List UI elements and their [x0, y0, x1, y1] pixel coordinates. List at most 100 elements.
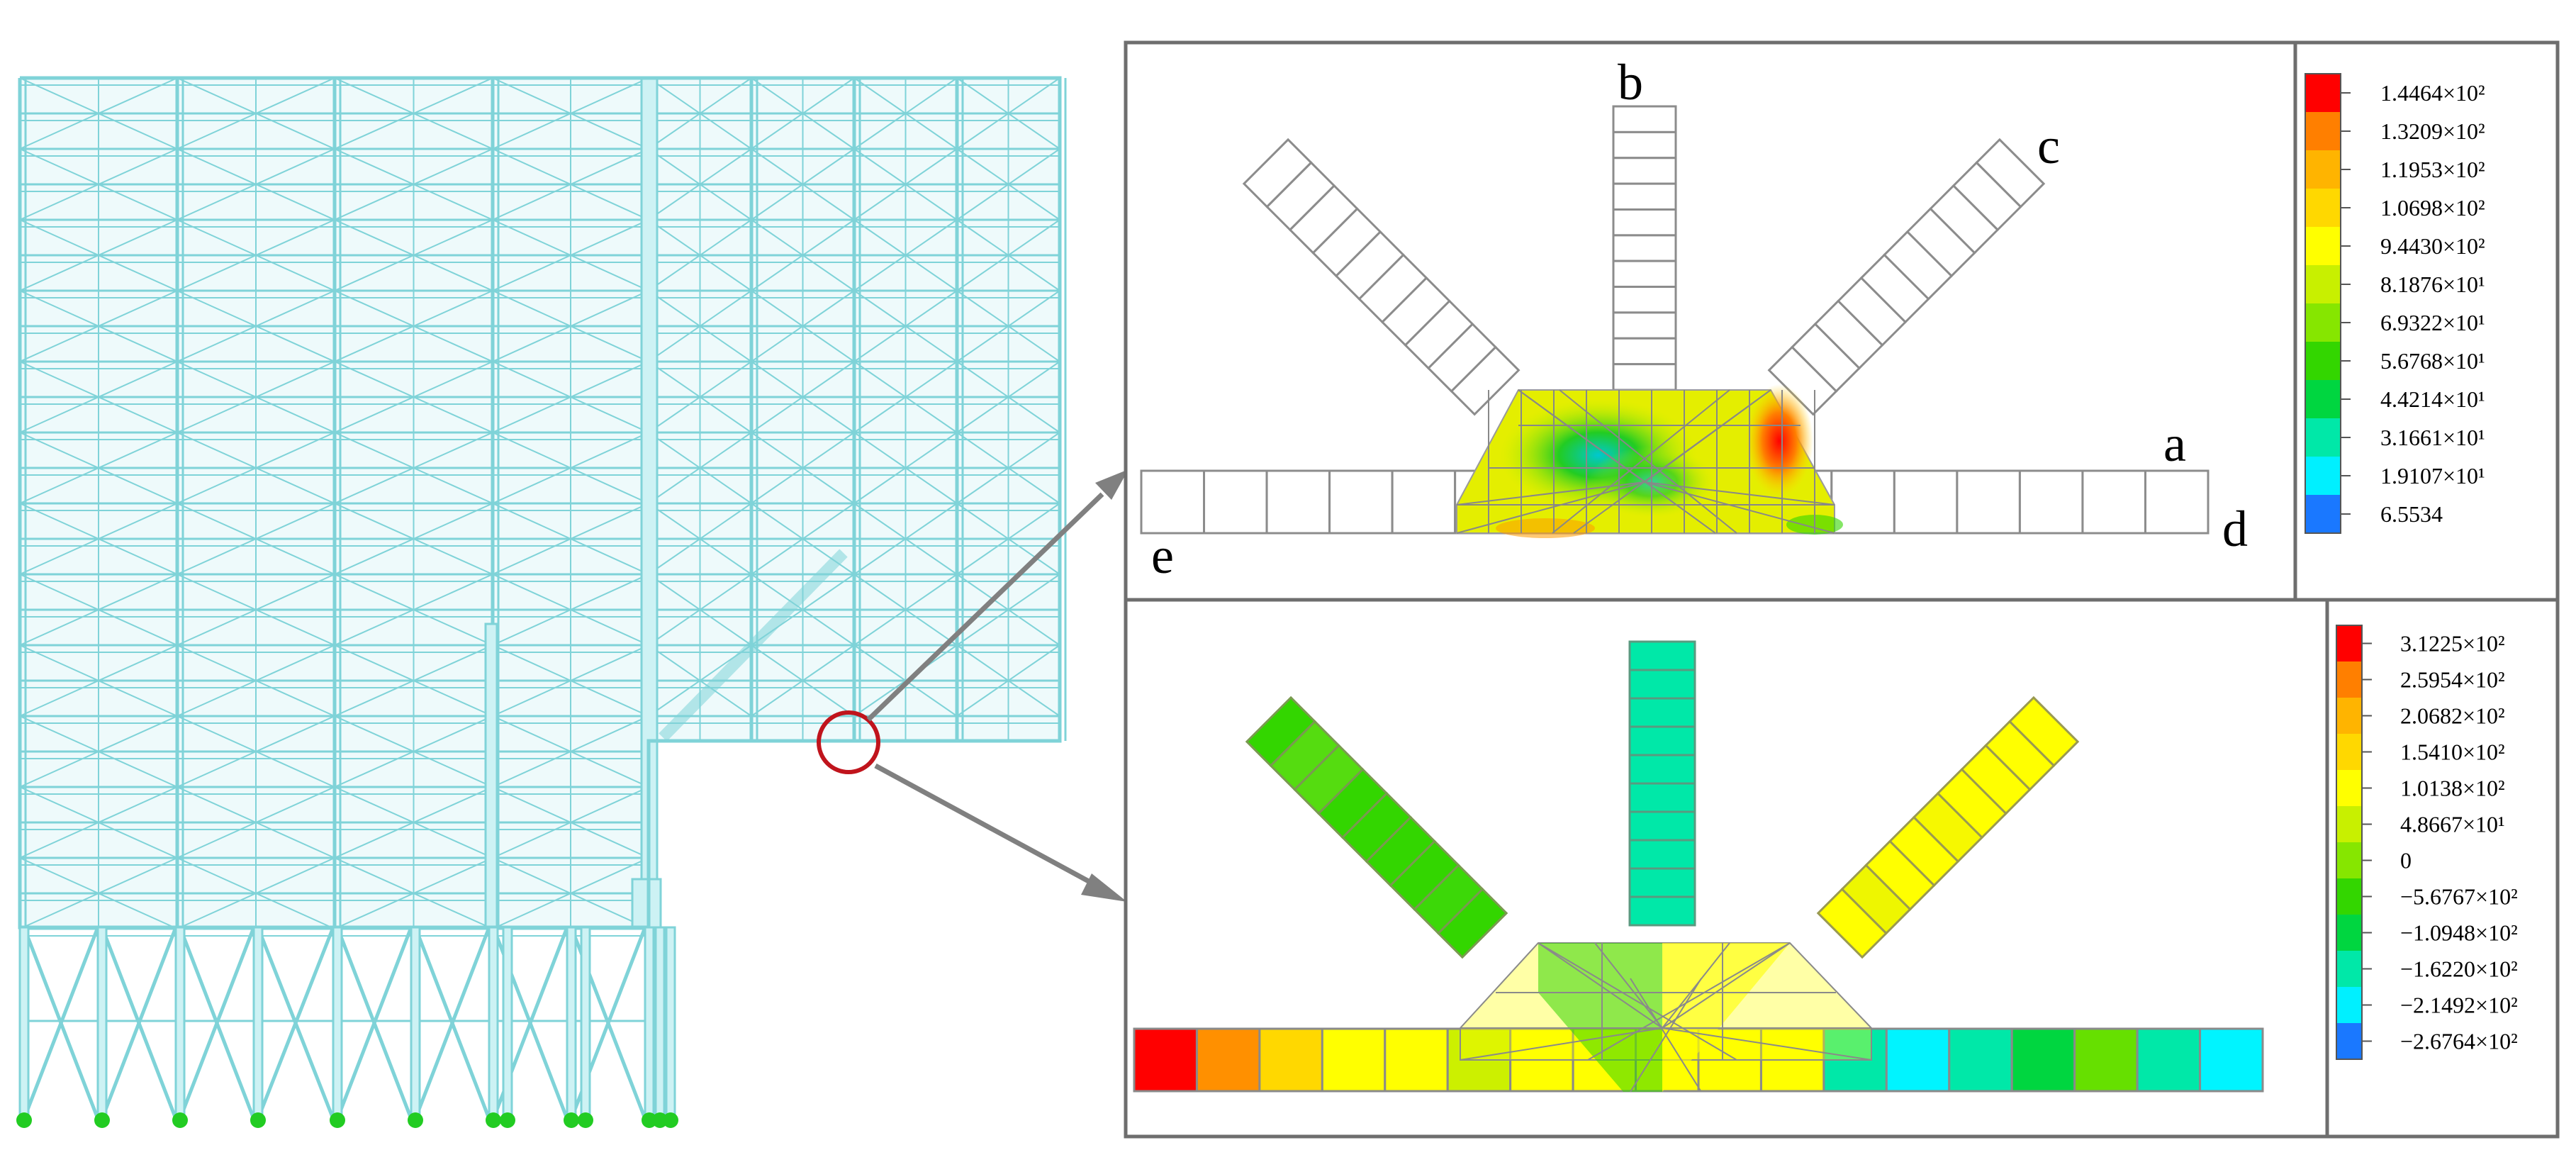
- pile-brace: [335, 927, 413, 1119]
- legend-swatch: [2336, 806, 2362, 842]
- callout-arrow-bottom: [874, 763, 1127, 902]
- legend-label: −1.6220×10²: [2400, 956, 2518, 982]
- frame-brace: [492, 503, 649, 575]
- mesh-line: [1644, 481, 1835, 506]
- frame-brace: [177, 574, 335, 646]
- frame-brace: [492, 857, 649, 929]
- legend-label: 1.5410×10²: [2400, 739, 2505, 765]
- legend-swatch: [2336, 842, 2362, 878]
- member-element: [1195, 1027, 1261, 1093]
- frame-brace: [492, 77, 649, 150]
- pile-column: [644, 926, 655, 1120]
- frame-brace: [334, 432, 493, 504]
- support-node: [500, 1112, 515, 1128]
- frame-brace: [19, 432, 178, 504]
- mesh-line: [1460, 1027, 1663, 1061]
- legend-label: 0: [2400, 848, 2412, 873]
- mesh-line: [1587, 942, 1791, 1061]
- frame-brace: [853, 432, 958, 504]
- legend-swatch: [2336, 878, 2362, 915]
- frame-brace: [751, 644, 855, 717]
- legend-swatch: [2305, 418, 2341, 457]
- support-node: [486, 1112, 501, 1128]
- frame-brace: [177, 715, 335, 788]
- member-element: [1612, 259, 1677, 289]
- member-element: [1612, 286, 1677, 314]
- member-element: [1203, 469, 1268, 535]
- member-label-a: a: [2163, 415, 2186, 472]
- member-element: [1628, 810, 1696, 842]
- pile-column: [410, 926, 421, 1120]
- member-label-c: c: [2037, 118, 2060, 174]
- member-element: [1612, 182, 1677, 211]
- legend-swatch: [2305, 495, 2341, 533]
- member-element: [1948, 1027, 2013, 1093]
- member-element: [1628, 697, 1696, 728]
- legend-label: 5.6768×10¹: [2380, 348, 2485, 374]
- legend-swatch: [2336, 1023, 2362, 1059]
- member-element: [1956, 469, 2021, 535]
- frame-brace: [177, 432, 335, 504]
- frame-brace: [751, 219, 855, 291]
- frame-brace: [648, 219, 752, 291]
- support-node: [330, 1112, 345, 1128]
- mesh-line: [1662, 942, 1791, 1029]
- legend-bar-outline: [2305, 73, 2341, 534]
- frame-brace: [334, 503, 493, 575]
- frame-brace: [19, 148, 178, 220]
- legend-swatch: [2305, 342, 2341, 380]
- frame-brace: [751, 503, 855, 575]
- top-gusset-plate-contour: [1456, 384, 1843, 538]
- member-element: [1628, 895, 1696, 927]
- legend-label: 1.3209×10²: [2380, 118, 2485, 144]
- legend-label: 8.1876×10¹: [2380, 272, 2485, 297]
- frame-brace: [177, 219, 335, 291]
- frame-brace: [492, 574, 649, 646]
- mesh-line: [1662, 942, 1730, 1029]
- frame-brace: [751, 77, 855, 150]
- frame-brace: [956, 219, 1060, 291]
- legend-swatch: [2336, 987, 2362, 1023]
- frame-brace: [853, 361, 958, 433]
- legend-swatch: [2305, 150, 2341, 189]
- frame-brace: [751, 148, 855, 220]
- legend-swatch: [2305, 227, 2341, 265]
- pile-brace: [413, 927, 491, 1119]
- pile-column: [580, 926, 591, 1120]
- frame-brace: [853, 219, 958, 291]
- member-element: [1628, 725, 1696, 756]
- pile-brace: [100, 927, 178, 1119]
- support-node: [172, 1112, 188, 1128]
- member-element: [2010, 1027, 2076, 1093]
- frame-brace: [334, 644, 493, 717]
- frame-brace: [19, 290, 178, 362]
- legend-label: −2.6764×10²: [2400, 1029, 2518, 1054]
- legend-swatch: [2336, 915, 2362, 951]
- legend-bar-outline: [2336, 625, 2363, 1060]
- frame-brace: [956, 574, 1060, 646]
- legend-label: 6.5534: [2380, 501, 2443, 527]
- member-element: [1612, 363, 1677, 391]
- legend-label: −2.1492×10²: [2400, 993, 2518, 1018]
- frame-brace: [492, 786, 649, 859]
- frame-brace: [956, 432, 1060, 504]
- member-element: [1612, 208, 1677, 237]
- frame-brace: [751, 290, 855, 362]
- pile-column: [332, 926, 343, 1120]
- member-element: [1133, 1027, 1198, 1093]
- pile-column: [18, 926, 30, 1120]
- frame-brace: [334, 786, 493, 859]
- frame-brace: [956, 290, 1060, 362]
- legend-label: −1.0948×10²: [2400, 920, 2518, 946]
- frame-brace: [956, 361, 1060, 433]
- legend-label: 6.9322×10¹: [2380, 310, 2485, 335]
- frame-brace: [177, 786, 335, 859]
- legend-swatch: [2305, 457, 2341, 495]
- member-element: [1628, 782, 1696, 813]
- callout-arrow-top: [866, 469, 1129, 722]
- support-node: [663, 1112, 678, 1128]
- member-element: [2081, 469, 2146, 535]
- legend-label: 2.0682×10²: [2400, 703, 2505, 729]
- frame-brace: [751, 432, 855, 504]
